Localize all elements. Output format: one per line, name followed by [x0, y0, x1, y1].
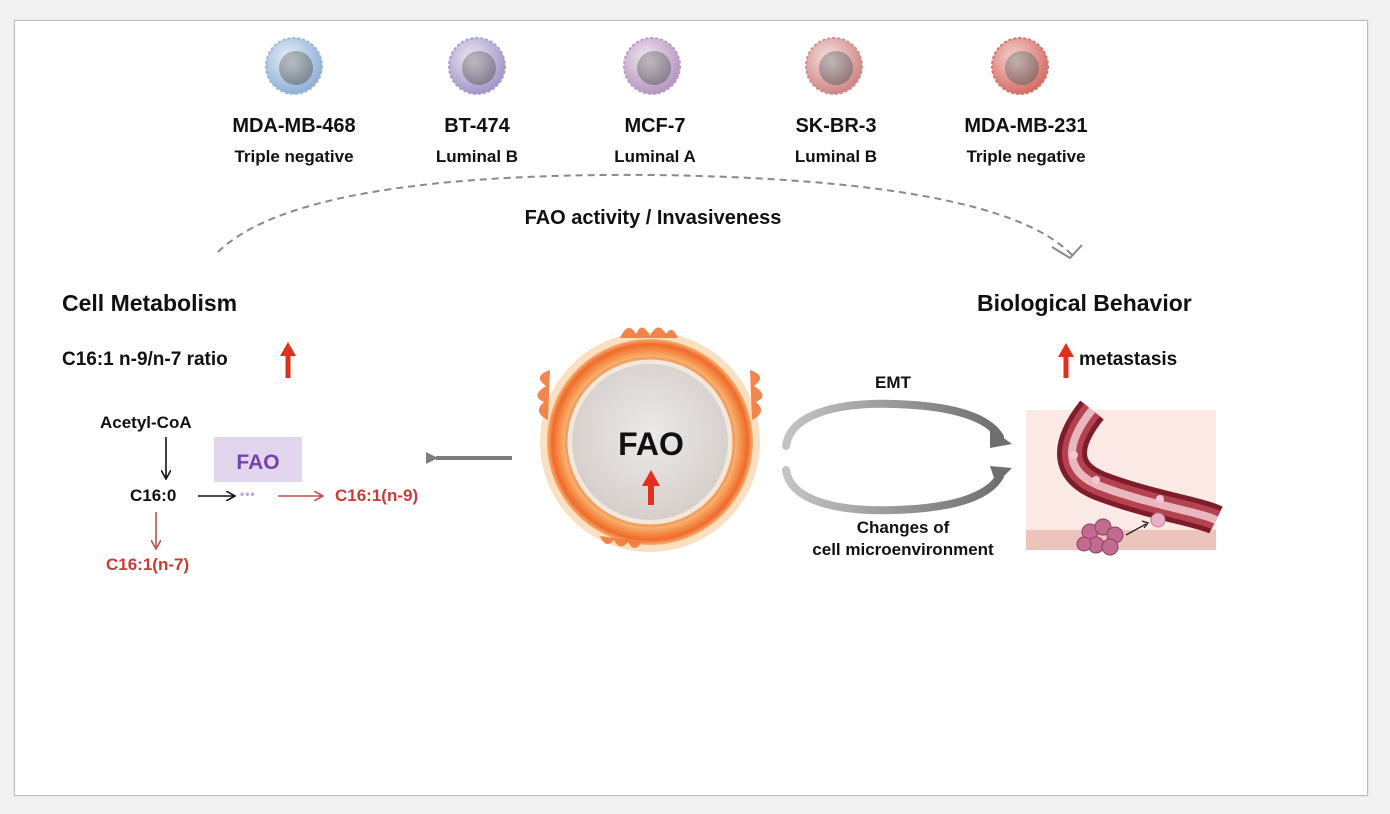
- cell-line-name: MDA-MB-468: [232, 115, 356, 137]
- cell-line-subtype: Luminal B: [794, 147, 878, 166]
- trend-arrowhead: [1051, 244, 1083, 260]
- c161-n9-label: C16:1(n-9): [335, 486, 419, 505]
- fao-pathway-box: [214, 437, 302, 482]
- cell-line-subtype: Triple negative: [234, 147, 354, 166]
- cell-icon-mda-mb-468: [265, 37, 323, 95]
- emt-label: EMT: [875, 373, 911, 392]
- pathway-dots: •••: [240, 487, 256, 501]
- left-panel-title: Cell Metabolism: [62, 290, 238, 316]
- cell-line-name: BT-474: [444, 115, 510, 137]
- trend-label: FAO activity / Invasiveness: [524, 207, 782, 229]
- cell-line-name: MDA-MB-231: [964, 115, 1088, 137]
- right-panel-title: Biological Behavior: [977, 290, 1192, 316]
- cell-icon-mcf-7: [623, 37, 681, 95]
- cell-icon-mda-mb-231: [991, 37, 1049, 95]
- microenvironment-label: Changes of cell microenvironment: [812, 518, 994, 559]
- ratio-text: C16:1 n-9/n-7 ratio: [62, 349, 228, 370]
- cell-icon-sk-br-3: [805, 37, 863, 95]
- c161-n7-label: C16:1(n-7): [106, 555, 190, 574]
- trend-dashed-arc: [217, 173, 1073, 256]
- metastasis-label: metastasis: [1079, 349, 1178, 370]
- cell-line-subtype: Luminal B: [435, 147, 519, 166]
- c160-label: C16:0: [130, 486, 177, 505]
- metastasis-up-arrow-icon: [1058, 343, 1074, 378]
- emt-cycle-arrows: [782, 399, 1012, 515]
- metastasis-vessel-illustration: [1026, 400, 1223, 556]
- cell-line-subtype: Triple negative: [966, 147, 1086, 166]
- fao-box-label: FAO: [236, 451, 280, 474]
- ratio-up-arrow-icon: [280, 342, 296, 378]
- cell-line-subtype: Luminal A: [614, 147, 696, 166]
- fao-up-arrow-icon: [642, 470, 660, 505]
- fao-center-label: FAO: [618, 426, 684, 462]
- cell-line-name: SK-BR-3: [795, 115, 877, 137]
- cell-icon-bt-474: [448, 37, 506, 95]
- cell-line-name: MCF-7: [624, 115, 686, 137]
- acetyl-coa-label: Acetyl-CoA: [100, 413, 192, 432]
- fao-flame-ring: [537, 327, 763, 552]
